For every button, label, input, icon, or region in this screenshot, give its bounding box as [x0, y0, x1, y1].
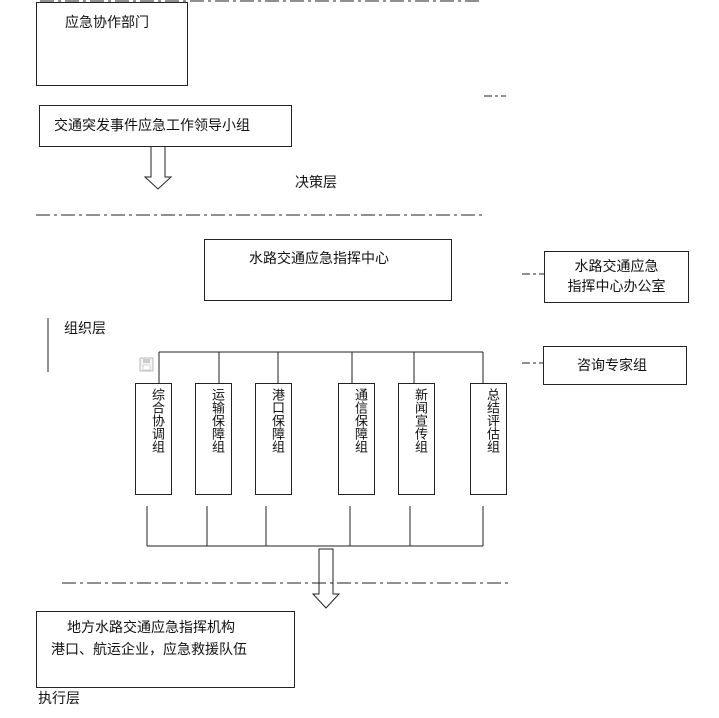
subgroup-box-transport: 运输保障组 — [195, 383, 232, 495]
down-arrow-icon — [311, 548, 341, 609]
expert-group-box: 咨询专家组 — [543, 346, 687, 385]
subgroup-box-communication: 通信保障组 — [338, 383, 375, 495]
command-center-box: 水路交通应急指挥中心 — [204, 239, 452, 301]
coop-dept-box: 应急协作部门 — [36, 2, 188, 86]
local-command-line2: 港口、航运企业，应急救援队伍 — [51, 642, 247, 658]
local-command-box: 地方水路交通应急指挥机构 港口、航运企业，应急救援队伍 — [36, 611, 295, 688]
command-center-label: 水路交通应急指挥中心 — [249, 251, 389, 267]
command-office-line1: 水路交通应急 — [574, 259, 659, 275]
leading-group-box: 交通突发事件应急工作领导小组 — [39, 105, 292, 147]
subgroup-label: 港口保障组 — [269, 388, 284, 453]
subgroup-label: 新闻宣传组 — [412, 388, 427, 453]
subgroup-box-port: 港口保障组 — [255, 383, 292, 495]
coop-dept-label: 应急协作部门 — [65, 15, 149, 31]
local-command-line1: 地方水路交通应急指挥机构 — [67, 620, 235, 636]
subgroup-box-coordination: 综合协调组 — [135, 383, 172, 495]
down-arrow-icon — [143, 145, 173, 190]
decision-layer-label: 决策层 — [295, 175, 337, 191]
expert-group-label: 咨询专家组 — [577, 358, 647, 374]
subgroup-box-evaluation: 总结评估组 — [470, 383, 507, 495]
save-icon — [139, 357, 154, 372]
subgroup-box-news: 新闻宣传组 — [398, 383, 435, 495]
subgroup-label: 通信保障组 — [352, 388, 367, 453]
execution-layer-label: 执行层 — [38, 691, 80, 707]
subgroup-label: 运输保障组 — [209, 388, 224, 453]
leading-group-label: 交通突发事件应急工作领导小组 — [54, 118, 250, 134]
subgroup-label: 总结评估组 — [484, 388, 499, 453]
organization-layer-label: 组织层 — [64, 321, 106, 337]
command-office-line2: 指挥中心办公室 — [567, 279, 666, 295]
command-office-box: 水路交通应急 指挥中心办公室 — [544, 251, 689, 303]
subgroup-label: 综合协调组 — [149, 388, 164, 453]
